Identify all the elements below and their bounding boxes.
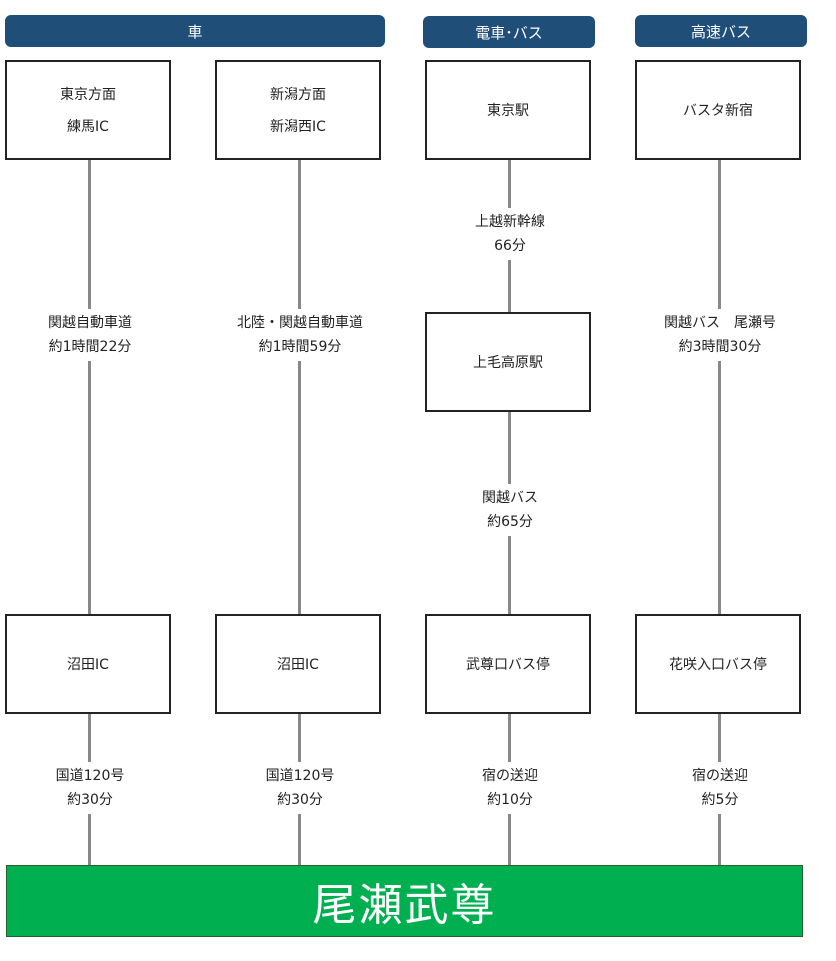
route-label-inn-shuttle: 宿の送迎 約5分 (625, 762, 815, 814)
stop-label: 沼田IC (67, 657, 109, 673)
route-time: 約3時間30分 (678, 339, 762, 355)
start-box-tokyo-station: 東京駅 (425, 60, 591, 160)
route-time: 約30分 (277, 792, 323, 808)
route-time: 約1時間59分 (258, 339, 342, 355)
start-label: 東京駅 (487, 103, 529, 119)
stop-label: 花咲入口バス停 (669, 657, 767, 673)
start-box-niigata-direction: 新潟方面 新潟西IC (215, 60, 381, 160)
start-ic-label: 新潟西IC (270, 119, 326, 135)
route-label-kanetsu: 関越自動車道 約1時間22分 (0, 309, 185, 361)
route-label-joetsu-shinkansen: 上越新幹線 66分 (415, 208, 605, 260)
route-name: 関越自動車道 (48, 315, 132, 331)
stop-label: 沼田IC (277, 657, 319, 673)
stop-box-hotakaguchi-bus-stop: 武尊口バス停 (425, 614, 591, 714)
route-time: 約65分 (487, 514, 533, 530)
start-region-label: 東京方面 (60, 87, 116, 103)
header-highway-bus: 高速バス (635, 15, 807, 47)
route-label-oze-bus: 関越バス 尾瀬号 約3時間30分 (625, 309, 815, 361)
route-label-national-road: 国道120号 約30分 (0, 762, 185, 814)
route-name: 宿の送迎 (482, 768, 538, 784)
route-name: 北陸・関越自動車道 (237, 315, 363, 331)
connector-line (88, 160, 91, 615)
route-label-national-road: 国道120号 約30分 (205, 762, 395, 814)
stop-box-numata-ic: 沼田IC (215, 614, 381, 714)
stop-box-jomokogen-station: 上毛高原駅 (425, 312, 591, 412)
route-name: 宿の送迎 (692, 768, 748, 784)
start-ic-label: 練馬IC (67, 119, 109, 135)
route-time: 約10分 (487, 792, 533, 808)
stop-box-hanasaki-iriguchi-bus-stop: 花咲入口バス停 (635, 614, 801, 714)
route-label-inn-shuttle: 宿の送迎 約10分 (415, 762, 605, 814)
route-label-hokuriku-kanetsu: 北陸・関越自動車道 約1時間59分 (205, 309, 395, 361)
start-box-tokyo-direction: 東京方面 練馬IC (5, 60, 171, 160)
stop-label: 上毛高原駅 (473, 355, 543, 371)
route-name: 国道120号 (265, 768, 335, 784)
start-region-label: 新潟方面 (270, 87, 326, 103)
start-label: バスタ新宿 (683, 103, 753, 119)
route-name: 関越バス 尾瀬号 (664, 315, 776, 331)
route-time: 66分 (494, 238, 526, 254)
route-time: 約1時間22分 (48, 339, 132, 355)
start-box-busta-shinjuku: バスタ新宿 (635, 60, 801, 160)
header-train-bus: 電車･バス (423, 16, 595, 48)
destination-banner: 尾瀬武尊 (6, 865, 803, 937)
route-name: 関越バス (482, 490, 538, 506)
route-time: 約30分 (67, 792, 113, 808)
connector-line (298, 160, 301, 615)
route-time: 約5分 (701, 792, 739, 808)
route-name: 上越新幹線 (475, 214, 545, 230)
stop-label: 武尊口バス停 (466, 657, 550, 673)
connector-line (718, 160, 721, 615)
header-car: 車 (5, 15, 385, 47)
route-name: 国道120号 (55, 768, 125, 784)
route-label-kanetsu-bus: 関越バス 約65分 (415, 484, 605, 536)
stop-box-numata-ic: 沼田IC (5, 614, 171, 714)
